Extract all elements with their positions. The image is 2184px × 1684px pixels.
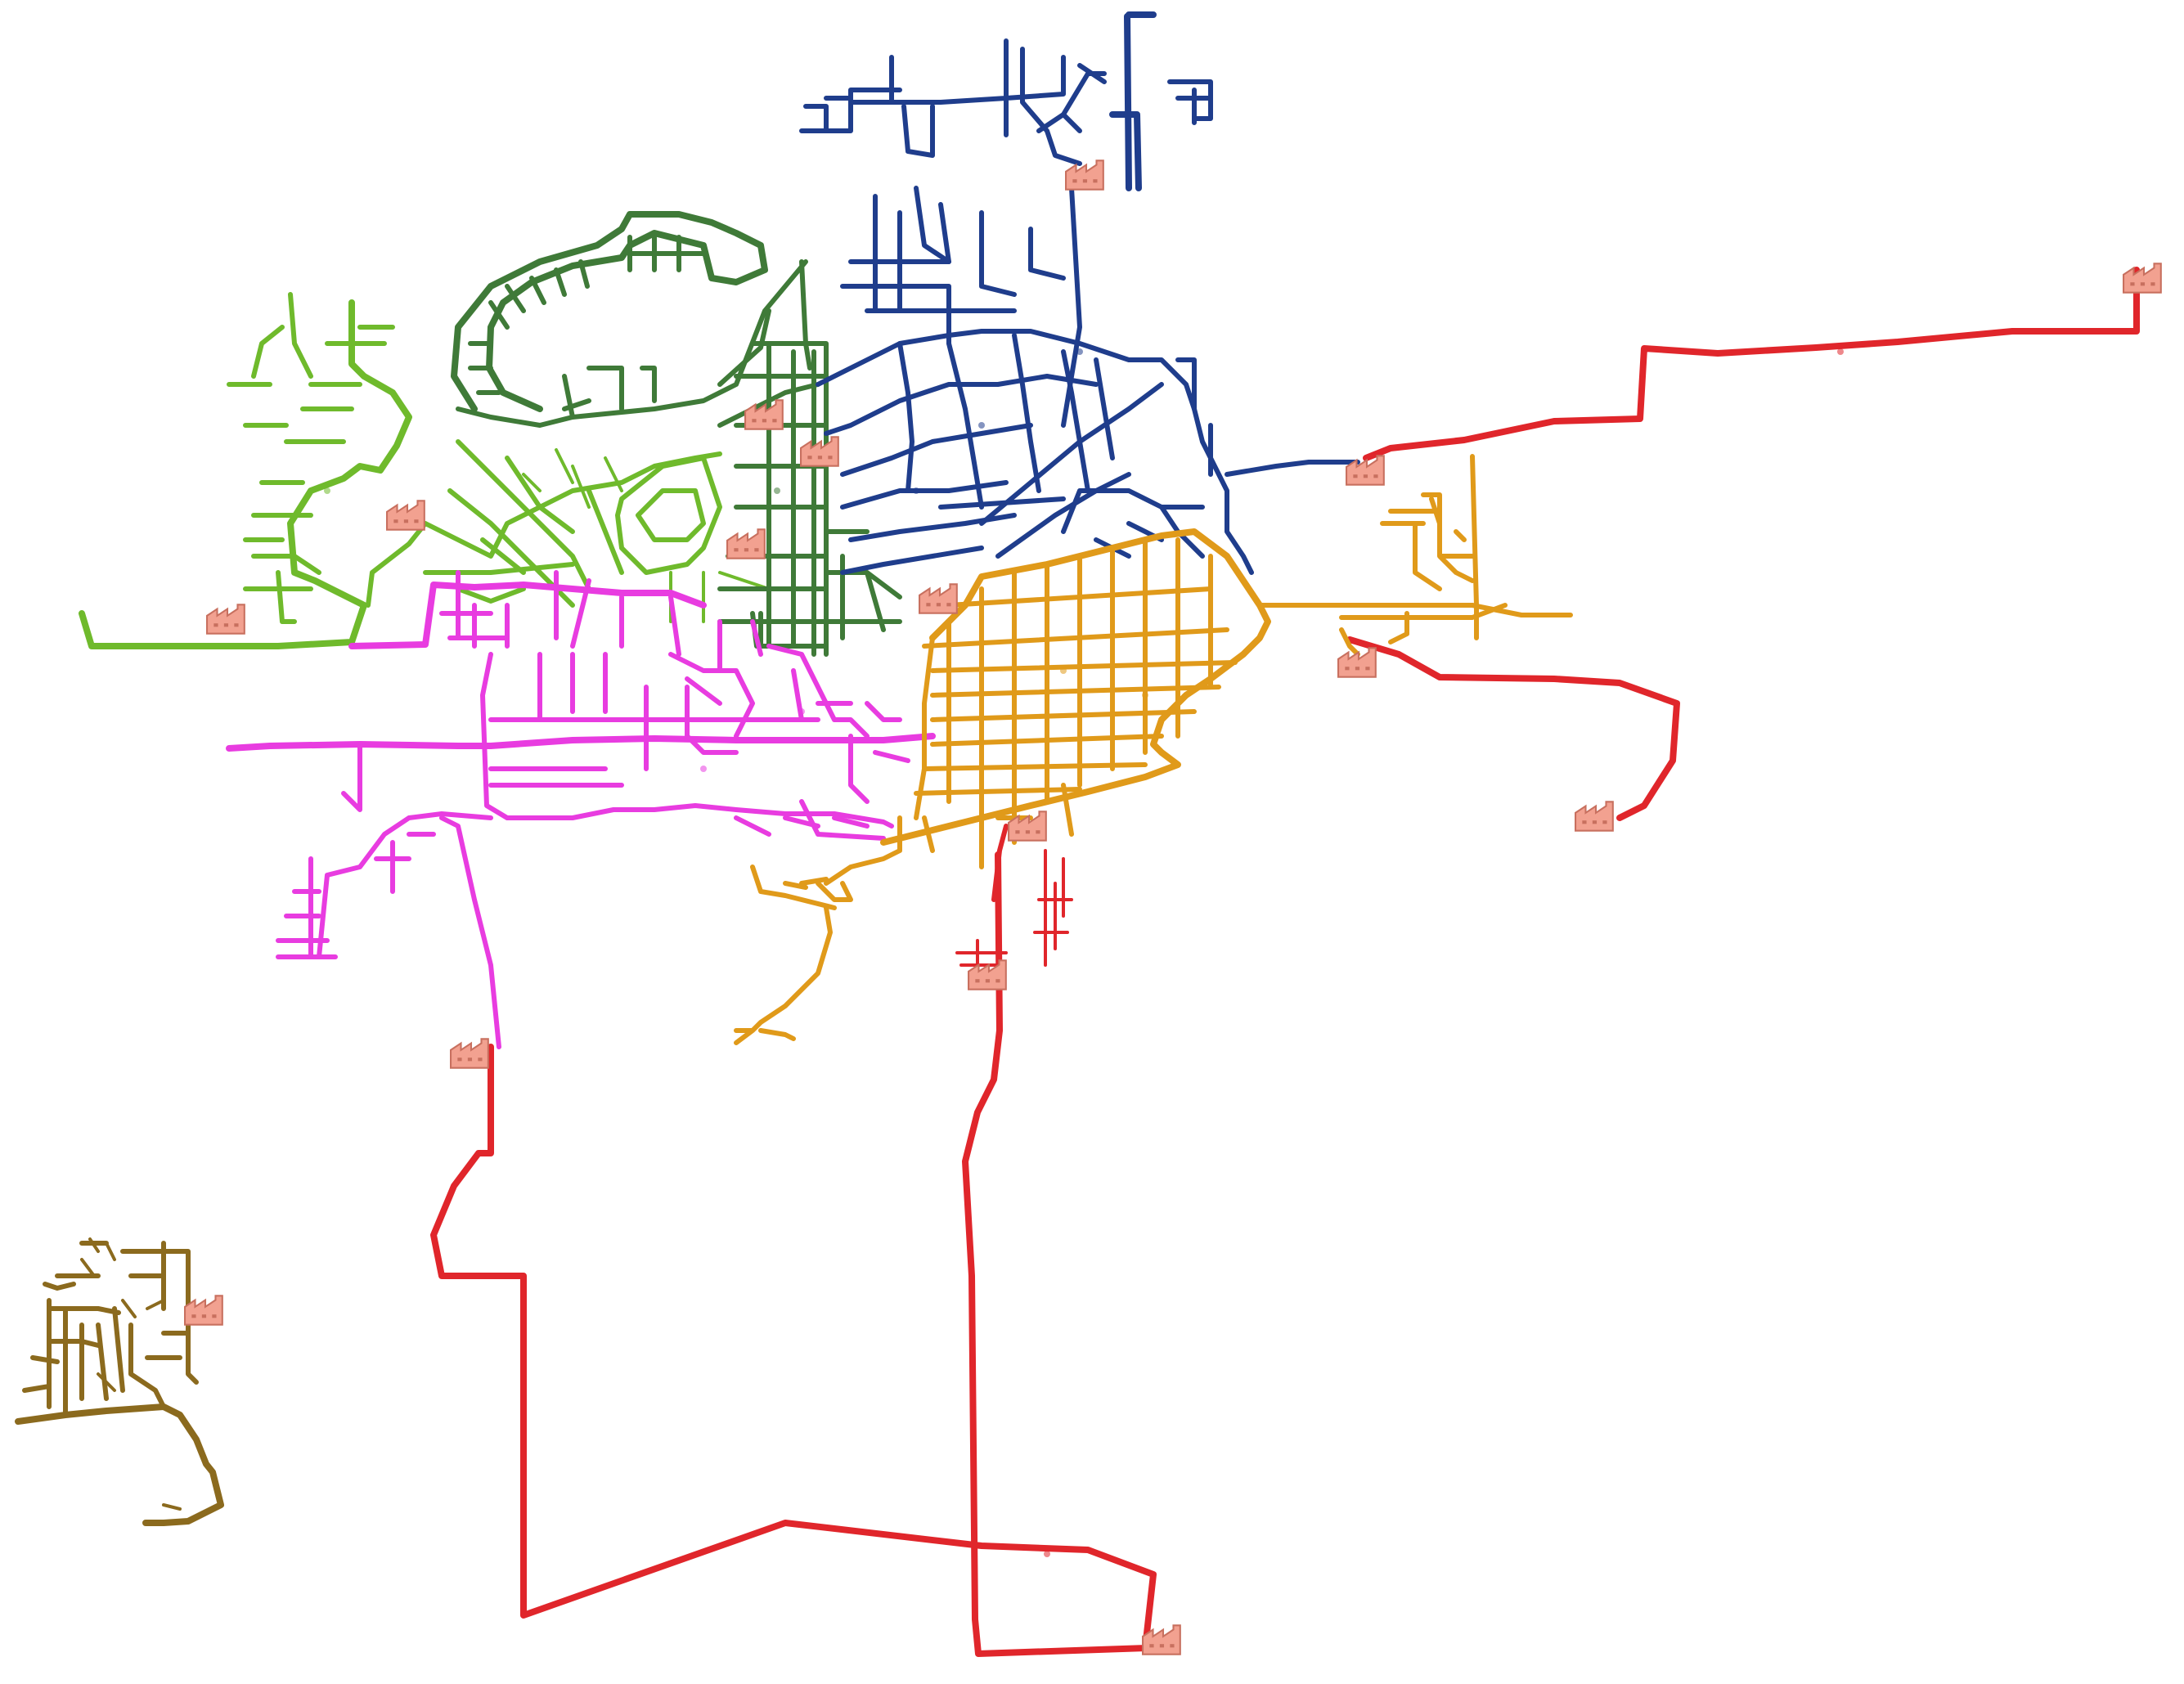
feeder-line bbox=[824, 529, 902, 640]
feeder-line bbox=[1363, 267, 2140, 461]
factory-icon[interactable] bbox=[800, 436, 839, 467]
factory-icon[interactable] bbox=[1065, 159, 1104, 191]
node-marker bbox=[978, 422, 985, 429]
feeder-line bbox=[22, 1241, 199, 1417]
feeder-network-orange bbox=[734, 454, 1573, 1045]
feeder-line bbox=[276, 742, 493, 959]
feeder-line bbox=[873, 186, 1082, 428]
feeder-line bbox=[430, 851, 1157, 1657]
feeder-line bbox=[914, 586, 1238, 796]
feeder-network-navy bbox=[799, 11, 1360, 575]
feeder-line bbox=[227, 292, 313, 428]
feeder-line bbox=[734, 799, 886, 841]
feeder-line bbox=[668, 619, 763, 739]
node-marker bbox=[1142, 692, 1148, 698]
feeder-line bbox=[480, 652, 894, 829]
node-marker bbox=[1044, 1551, 1050, 1557]
feeder-branch bbox=[80, 1237, 182, 1511]
feeder-branch bbox=[1033, 849, 1073, 967]
feeder-line bbox=[439, 570, 681, 657]
feeder-line bbox=[615, 456, 722, 575]
feeder-line bbox=[897, 333, 1115, 510]
factory-icon[interactable] bbox=[726, 528, 766, 559]
feeder-line bbox=[979, 382, 1205, 559]
factory-icon[interactable] bbox=[1575, 801, 1614, 832]
feeder-line bbox=[1346, 636, 1680, 821]
node-marker bbox=[1076, 348, 1083, 355]
feeder-line bbox=[468, 259, 590, 395]
factory-icon[interactable] bbox=[2123, 263, 2162, 294]
feeder-line bbox=[243, 554, 321, 624]
feeder-network-red bbox=[430, 267, 2140, 1657]
node-marker bbox=[798, 708, 805, 715]
factory-icon[interactable] bbox=[386, 500, 425, 531]
feeder-line bbox=[991, 824, 1009, 902]
feeder-line bbox=[636, 488, 706, 542]
feeder-line bbox=[366, 451, 722, 608]
node-marker bbox=[774, 487, 780, 494]
feeder-line bbox=[1257, 603, 1573, 620]
feeder-line bbox=[734, 815, 902, 1045]
feeder-line bbox=[243, 325, 395, 542]
feeder-line bbox=[1094, 357, 1360, 559]
factory-icon[interactable] bbox=[206, 604, 245, 635]
feeder-line bbox=[451, 211, 768, 412]
node-marker bbox=[324, 487, 330, 494]
feeder-line bbox=[914, 537, 1213, 820]
factory-icon[interactable] bbox=[919, 583, 958, 614]
node-marker bbox=[913, 487, 919, 494]
feeder-line bbox=[824, 374, 1099, 575]
feeder-line bbox=[840, 259, 1017, 346]
feeder-line bbox=[423, 439, 591, 591]
feeder-line bbox=[627, 235, 706, 272]
factory-icon[interactable] bbox=[450, 1038, 489, 1069]
node-marker bbox=[700, 766, 707, 772]
feeder-line bbox=[880, 528, 1271, 846]
feeder-network-brown bbox=[15, 1237, 224, 1526]
node-marker bbox=[1837, 348, 1844, 355]
feeder-line bbox=[15, 1403, 224, 1526]
feeder-line bbox=[79, 299, 412, 649]
feeder-line bbox=[348, 582, 707, 649]
feeder-network-magenta bbox=[226, 570, 936, 1049]
feeder-line bbox=[1109, 11, 1157, 191]
substations bbox=[184, 159, 2162, 1655]
feeder-line bbox=[439, 815, 501, 1049]
feeder-line bbox=[1339, 611, 1409, 657]
feeder-line bbox=[1167, 79, 1213, 125]
feeder-line bbox=[1380, 454, 1479, 640]
feeder-line bbox=[766, 644, 910, 804]
feeder-line bbox=[816, 329, 1254, 575]
feeder-line bbox=[226, 733, 936, 752]
network-node-markers bbox=[324, 348, 1844, 1557]
feeder-line bbox=[488, 652, 820, 788]
feeder-line bbox=[562, 366, 657, 420]
feeder-line bbox=[799, 38, 1107, 166]
node-marker bbox=[1060, 667, 1067, 674]
feeder-line bbox=[374, 832, 436, 894]
